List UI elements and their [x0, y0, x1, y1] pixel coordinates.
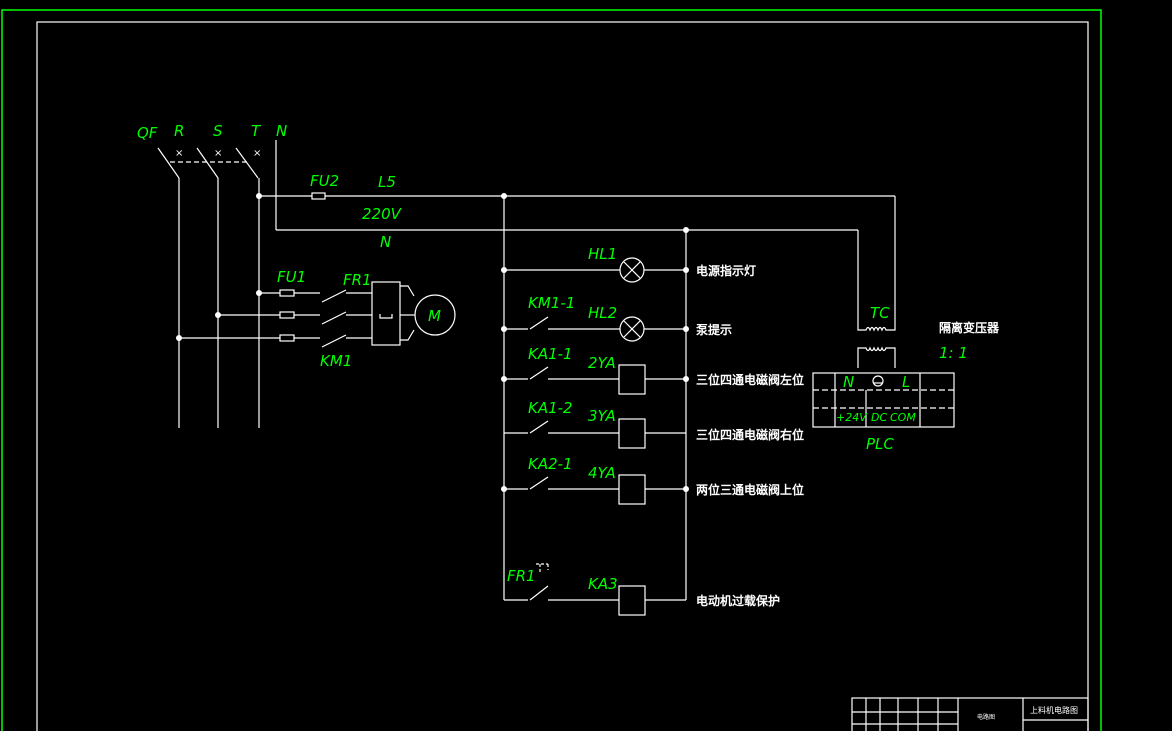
control-supply: FU2 L5 220V N	[256, 172, 896, 322]
plc-l: L	[902, 373, 910, 391]
label-km1: KM1	[320, 352, 352, 370]
inner-frame	[36, 21, 1089, 731]
label-fu2: FU2	[310, 172, 339, 190]
plc-n: N	[843, 373, 854, 391]
label-fu1: FU1	[277, 268, 306, 286]
label-r: R	[174, 122, 184, 140]
svg-text:×: ×	[214, 148, 222, 159]
desc-valve-left: 三位四通电磁阀左位	[696, 372, 804, 387]
isolation-transformer: TC 隔离变压器 1: 1	[857, 304, 1000, 368]
title-block-name: 上料机电路图	[1030, 705, 1078, 715]
desc-valve-right: 三位四通电磁阀右位	[696, 427, 804, 442]
label-ratio: 1: 1	[939, 344, 968, 362]
label-s: S	[213, 122, 223, 140]
plc-com: COM	[890, 411, 916, 424]
label-t: T	[251, 122, 262, 140]
label-plc: PLC	[866, 435, 894, 453]
label-ka1-1: KA1-1	[528, 345, 573, 363]
motor-circuit: FU1 FR1 KM1 M	[176, 268, 456, 370]
rung-hl1: HL1 电源指示灯	[501, 245, 756, 283]
outer-frame	[1, 9, 1102, 731]
label-fr1-contact: FR1	[507, 567, 536, 585]
label-3ya: 3YA	[588, 407, 616, 425]
plc-24v: +24V	[836, 411, 868, 424]
desc-pump-indicator: 泵提示	[696, 322, 732, 337]
label-fr1: FR1	[343, 271, 372, 289]
rung-hl2: KM1-1 HL2 泵提示	[501, 294, 732, 342]
label-l5: L5	[378, 173, 396, 191]
rung-3ya: KA1-2 3YA 三位四通电磁阀右位	[504, 399, 804, 449]
desc-valve-up: 两位三通电磁阀上位	[696, 482, 804, 497]
desc-motor-overload: 电动机过载保护	[696, 593, 780, 608]
label-hl2: HL2	[588, 304, 617, 322]
label-2ya: 2YA	[588, 354, 616, 372]
main-breaker-qf: QF R S T N × × ×	[137, 122, 287, 428]
rung-ka3: FR1 KA3 电动机过载保护	[504, 563, 780, 616]
plc-block: N L +24V DC COM PLC	[812, 372, 955, 453]
label-n: N	[276, 122, 287, 140]
label-motor: M	[428, 307, 441, 325]
motor-symbol	[414, 294, 456, 336]
label-ka3: KA3	[588, 575, 618, 593]
label-isolation-transformer: 隔离变压器	[939, 320, 1000, 335]
label-tc: TC	[870, 304, 890, 322]
label-km1-1: KM1-1	[528, 294, 575, 312]
rung-2ya: KA1-1 2YA 三位四通电磁阀左位	[501, 345, 804, 395]
desc-power-indicator: 电源指示灯	[696, 263, 756, 278]
title-block-sheet: 电路图	[977, 713, 995, 721]
title-block: 电路图 上料机电路图	[851, 697, 1089, 731]
label-ka2-1: KA2-1	[528, 455, 573, 473]
label-neutral: N	[380, 233, 391, 251]
label-qf: QF	[137, 124, 158, 142]
svg-text:×: ×	[175, 148, 183, 159]
label-4ya: 4YA	[588, 464, 616, 482]
label-ka1-2: KA1-2	[528, 399, 573, 417]
rung-4ya: KA2-1 4YA 两位三通电磁阀上位	[501, 455, 804, 505]
label-hl1: HL1	[588, 245, 617, 263]
svg-text:×: ×	[253, 148, 261, 159]
label-220v: 220V	[362, 205, 403, 223]
plc-dc: DC	[871, 411, 887, 424]
